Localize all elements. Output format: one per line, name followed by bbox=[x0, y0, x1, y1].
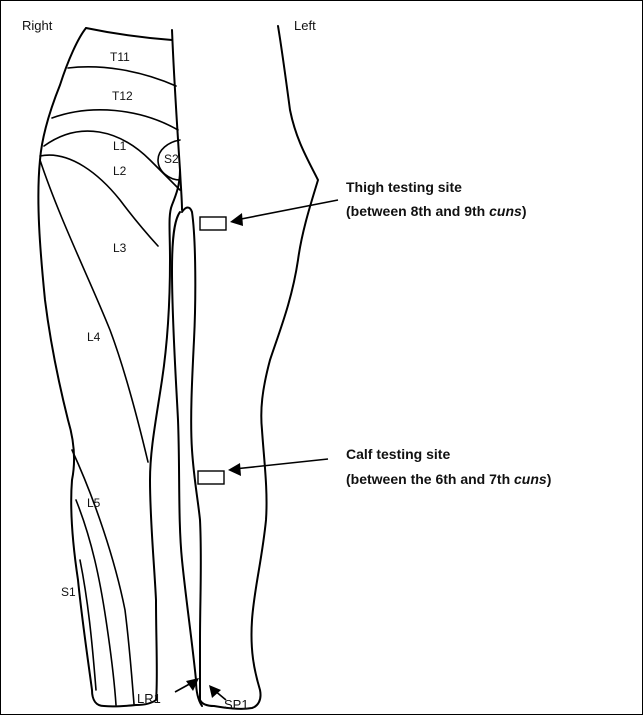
dermatome-l4: L4 bbox=[87, 330, 101, 344]
right-side-label: Right bbox=[22, 18, 53, 33]
calf-testing-site-marker bbox=[198, 471, 224, 484]
l3-l4-boundary bbox=[40, 160, 148, 462]
right-leg-top-outline bbox=[86, 28, 172, 40]
t12-boundary bbox=[52, 110, 178, 130]
calf-arrow-shaft bbox=[234, 459, 328, 469]
dermatome-l5: L5 bbox=[87, 496, 101, 510]
thigh-testing-site-marker bbox=[200, 217, 226, 230]
dermatome-s2: S2 bbox=[164, 152, 179, 166]
point-lr1: LR1 bbox=[137, 691, 161, 706]
point-sp1: SP1 bbox=[224, 697, 249, 712]
calf-site-detail: (between the 6th and 7th cuns) bbox=[346, 471, 551, 487]
dermatome-t11: T11 bbox=[110, 50, 130, 64]
l5-s1-boundary bbox=[76, 500, 116, 705]
right-leg-outer-outline bbox=[38, 28, 180, 706]
thigh-arrow-shaft bbox=[236, 200, 338, 220]
dermatome-l2: L2 bbox=[113, 164, 127, 178]
l2-boundary bbox=[40, 155, 158, 246]
l1-boundary bbox=[44, 131, 180, 190]
calf-site-title: Calf testing site bbox=[346, 446, 450, 462]
calf-site-detail-italic: cuns bbox=[514, 471, 547, 487]
left-leg-inner-thigh bbox=[182, 208, 201, 701]
thigh-site-detail-italic: cuns bbox=[489, 203, 522, 219]
thigh-site-detail: (between 8th and 9th cuns) bbox=[346, 203, 526, 219]
thigh-site-detail-suffix: ) bbox=[522, 203, 527, 219]
calf-site-detail-suffix: ) bbox=[547, 471, 552, 487]
dermatome-l1: L1 bbox=[113, 139, 127, 153]
dermatome-t12: T12 bbox=[112, 89, 133, 103]
dermatome-l3: L3 bbox=[113, 241, 127, 255]
thigh-site-detail-prefix: (between 8th and 9th bbox=[346, 203, 489, 219]
dermatome-s1: S1 bbox=[61, 585, 76, 599]
calf-site-detail-prefix: (between the 6th and 7th bbox=[346, 471, 514, 487]
calf-arrow-head bbox=[228, 463, 241, 476]
thigh-arrow-head bbox=[230, 213, 243, 226]
left-leg-outer-outline bbox=[200, 26, 318, 709]
t11-boundary bbox=[68, 67, 176, 86]
left-side-label: Left bbox=[294, 18, 316, 33]
left-leg-inner-outline bbox=[172, 212, 202, 706]
sp1-arrow-head bbox=[209, 685, 221, 698]
l4-l5-boundary bbox=[72, 450, 134, 704]
thigh-site-title: Thigh testing site bbox=[346, 179, 462, 195]
